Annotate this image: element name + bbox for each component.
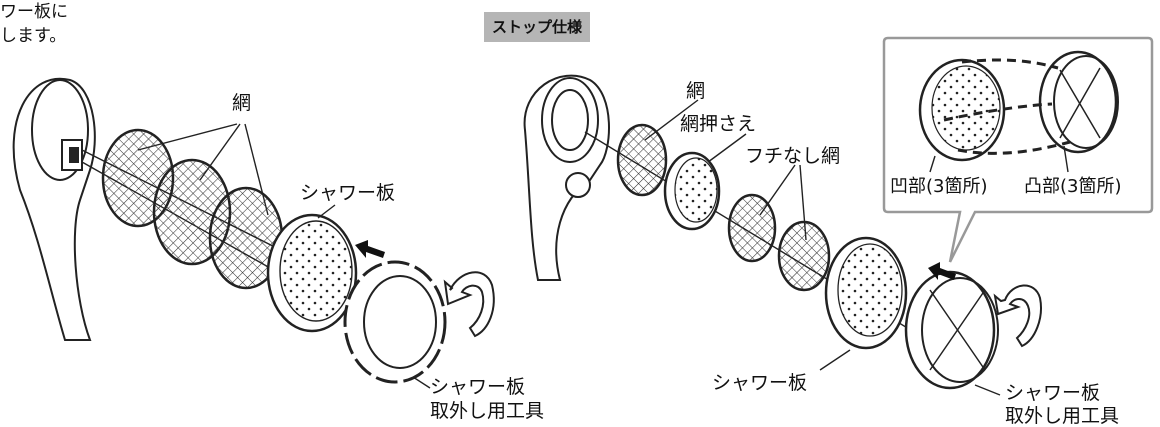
left-rotate-arrow (443, 271, 495, 338)
right-net (616, 123, 668, 197)
right-shower-head (523, 74, 610, 281)
right-net-holder-label: 網押さえ (680, 113, 757, 135)
left-shower-head (12, 77, 96, 341)
cropped-line-2: します。 (0, 26, 67, 46)
right-rotate-arrow (993, 284, 1042, 348)
concave-label: 凹部(3箇所) (890, 176, 988, 197)
right-shower-plate-label: シャワー板 (712, 372, 808, 394)
left-shower-plate-label: シャワー板 (300, 182, 396, 204)
left-net-label: 網 (232, 92, 252, 114)
left-tool-label-line2: 取外し用工具 (430, 400, 545, 422)
right-removal-tool (904, 270, 999, 390)
cropped-line-1: ワー板に (0, 2, 68, 22)
right-shower-plate (824, 236, 908, 350)
callout-box (882, 36, 1154, 263)
stop-spec-badge: ストップ仕様 (484, 12, 591, 42)
right-rimless-net-1 (727, 193, 777, 263)
left-removal-tool (343, 260, 447, 384)
leader-lines (317, 204, 1001, 396)
left-shower-plate (266, 213, 358, 333)
right-tool-label-line1: シャワー板 (1005, 382, 1101, 404)
convex-label: 凸部(3箇所) (1024, 176, 1122, 197)
right-rimless-net-label: フチなし網 (745, 145, 841, 167)
left-push-arrow (355, 240, 385, 258)
right-net-holder (663, 151, 721, 231)
right-net-label: 網 (686, 80, 706, 102)
cropped-instruction-text: ワー板に します。 (0, 0, 68, 48)
right-tool-label-line2: 取外し用工具 (1005, 405, 1120, 427)
right-push-arrow (928, 262, 956, 280)
right-rimless-net-2 (777, 220, 831, 292)
left-tool-label-line1: シャワー板 (430, 376, 526, 398)
